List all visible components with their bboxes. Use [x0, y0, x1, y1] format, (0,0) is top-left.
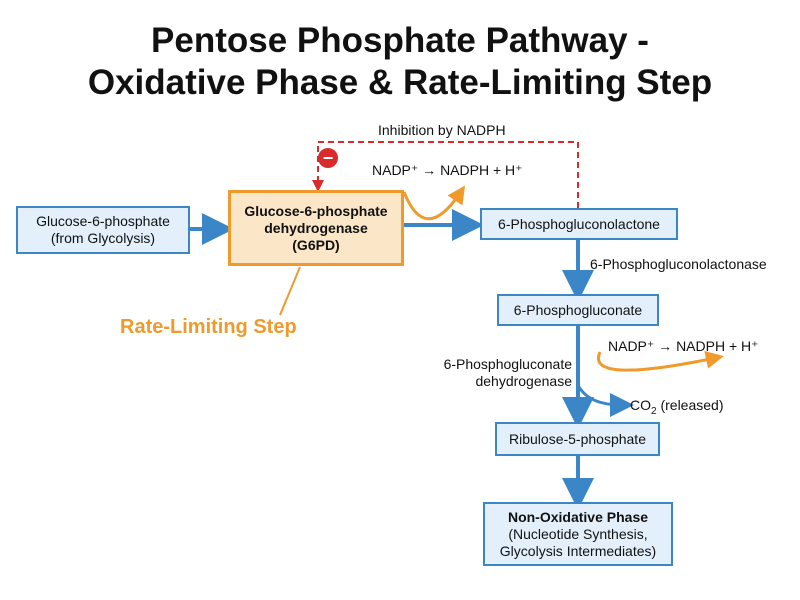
non-oxidative-line-2: (Nucleotide Synthesis, — [508, 525, 648, 542]
ribulose-5-phosphate-label: Ribulose-5-phosphate — [509, 430, 646, 447]
g6pd-line-1: Glucose-6-phosphate — [244, 202, 388, 219]
page-title-line-1: Pentose Phosphate Pathway - — [151, 21, 649, 60]
co2-subscript: 2 — [651, 405, 657, 417]
pgd-enzyme-line-2: dehydrogenase — [475, 373, 572, 389]
inhibition-minus-glyph: − — [323, 148, 334, 168]
g6pd-enzyme-box: Glucose-6-phosphate dehydrogenase (G6PD) — [228, 190, 404, 266]
co2-suffix: (released) — [656, 397, 724, 413]
arrow-co2-release — [576, 384, 634, 417]
inhibition-minus-icon — [318, 148, 338, 168]
rate-limiting-step-label: Rate-Limiting Step — [120, 316, 297, 338]
inhibition-label: Inhibition by NADPH — [378, 122, 506, 138]
glucose-6-phosphate-box: Glucose-6-phosphate (from Glycolysis) — [16, 206, 190, 254]
inhibition-feedback-line — [312, 141, 579, 208]
phosphogluconolactone-box: 6-Phosphogluconolactone — [480, 208, 678, 240]
glucose-6-phosphate-line-2: (from Glycolysis) — [50, 230, 156, 246]
pgd-enzyme-line-1: 6-Phosphogluconate — [443, 356, 572, 372]
non-oxidative-phase-box: Non-Oxidative Phase (Nucleotide Synthesi… — [483, 502, 673, 566]
co2-released-label: CO2 (released) — [630, 397, 723, 420]
phosphogluconate-label: 6-Phosphogluconate — [513, 301, 643, 318]
glucose-6-phosphate-line-1: Glucose-6-phosphate — [36, 213, 170, 229]
page-title-line-2: Oxidative Phase & Rate-Limiting Step — [87, 63, 713, 102]
phosphogluconate-box: 6-Phosphogluconate — [497, 294, 659, 326]
lactonase-enzyme-label: 6-Phosphogluconolactonase — [590, 256, 767, 272]
nadph-arc-2 — [597, 351, 724, 372]
g6pd-line-3: (G6PD) — [292, 236, 340, 253]
phosphogluconolactone-label: 6-Phosphogluconolactone — [498, 215, 660, 232]
co2-prefix: CO — [630, 397, 651, 413]
ribulose-5-phosphate-box: Ribulose-5-phosphate — [495, 422, 660, 456]
nadph-reaction-label-1: NADP⁺ → NADPH + H⁺ — [372, 162, 523, 178]
rate-limiting-pointer — [279, 266, 301, 316]
g6pd-line-2: dehydrogenase — [264, 219, 368, 236]
nadph-arc-1 — [402, 185, 466, 221]
non-oxidative-line-3: Glycolysis Intermediates) — [499, 542, 657, 559]
nadph-reaction-label-2: NADP⁺ → NADPH + H⁺ — [608, 338, 759, 354]
non-oxidative-line-1: Non-Oxidative Phase — [507, 508, 649, 525]
pgd-enzyme-label: 6-Phosphogluconate dehydrogenase — [424, 356, 572, 390]
